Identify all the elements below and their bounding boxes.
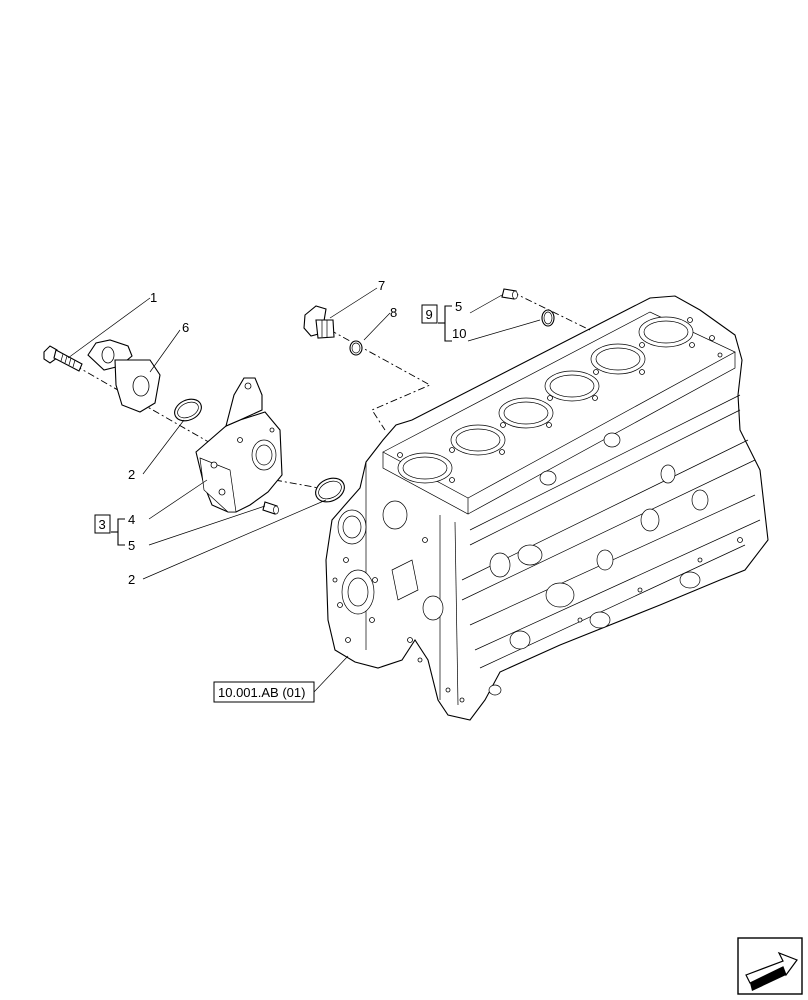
pin-part-5-upper: [501, 288, 518, 300]
thermostat-housing-part-4: [195, 377, 283, 513]
o-ring-part-8: [349, 340, 363, 356]
elbow-fitting-part-6: [87, 339, 161, 413]
reference-label[interactable]: 10.001.AB (01): [218, 685, 305, 700]
callout-10: 10: [452, 326, 466, 341]
callout-2-lower: 2: [128, 572, 135, 587]
callout-box-3: 3: [94, 514, 111, 534]
o-ring-part-2-lower: [315, 477, 345, 503]
callout-9: 9: [426, 307, 433, 322]
callout-3: 3: [99, 517, 106, 532]
callout-1: 1: [150, 290, 157, 305]
callout-8: 8: [390, 305, 397, 320]
callout-7: 7: [378, 278, 385, 293]
plug-part-7: [303, 305, 335, 339]
reference-link[interactable]: 10.001.AB (01): [213, 681, 315, 703]
callout-4: 4: [128, 512, 135, 527]
callout-6: 6: [182, 320, 189, 335]
callout-box-9: 9: [421, 304, 438, 324]
next-page-arrow-icon[interactable]: [737, 937, 803, 995]
leader-lines: [67, 287, 541, 693]
callout-labels: 1 6 2 4 5 2 7 8 5 10: [128, 278, 466, 587]
engine-block: [325, 295, 769, 721]
pin-part-5-lower: [262, 501, 279, 515]
bolt-part-1: [43, 345, 83, 372]
callout-5-lower: 5: [128, 538, 135, 553]
callout-2-upper: 2: [128, 467, 135, 482]
o-ring-part-10: [541, 309, 555, 327]
callout-5-upper: 5: [455, 299, 462, 314]
o-ring-part-2-upper: [174, 398, 202, 422]
